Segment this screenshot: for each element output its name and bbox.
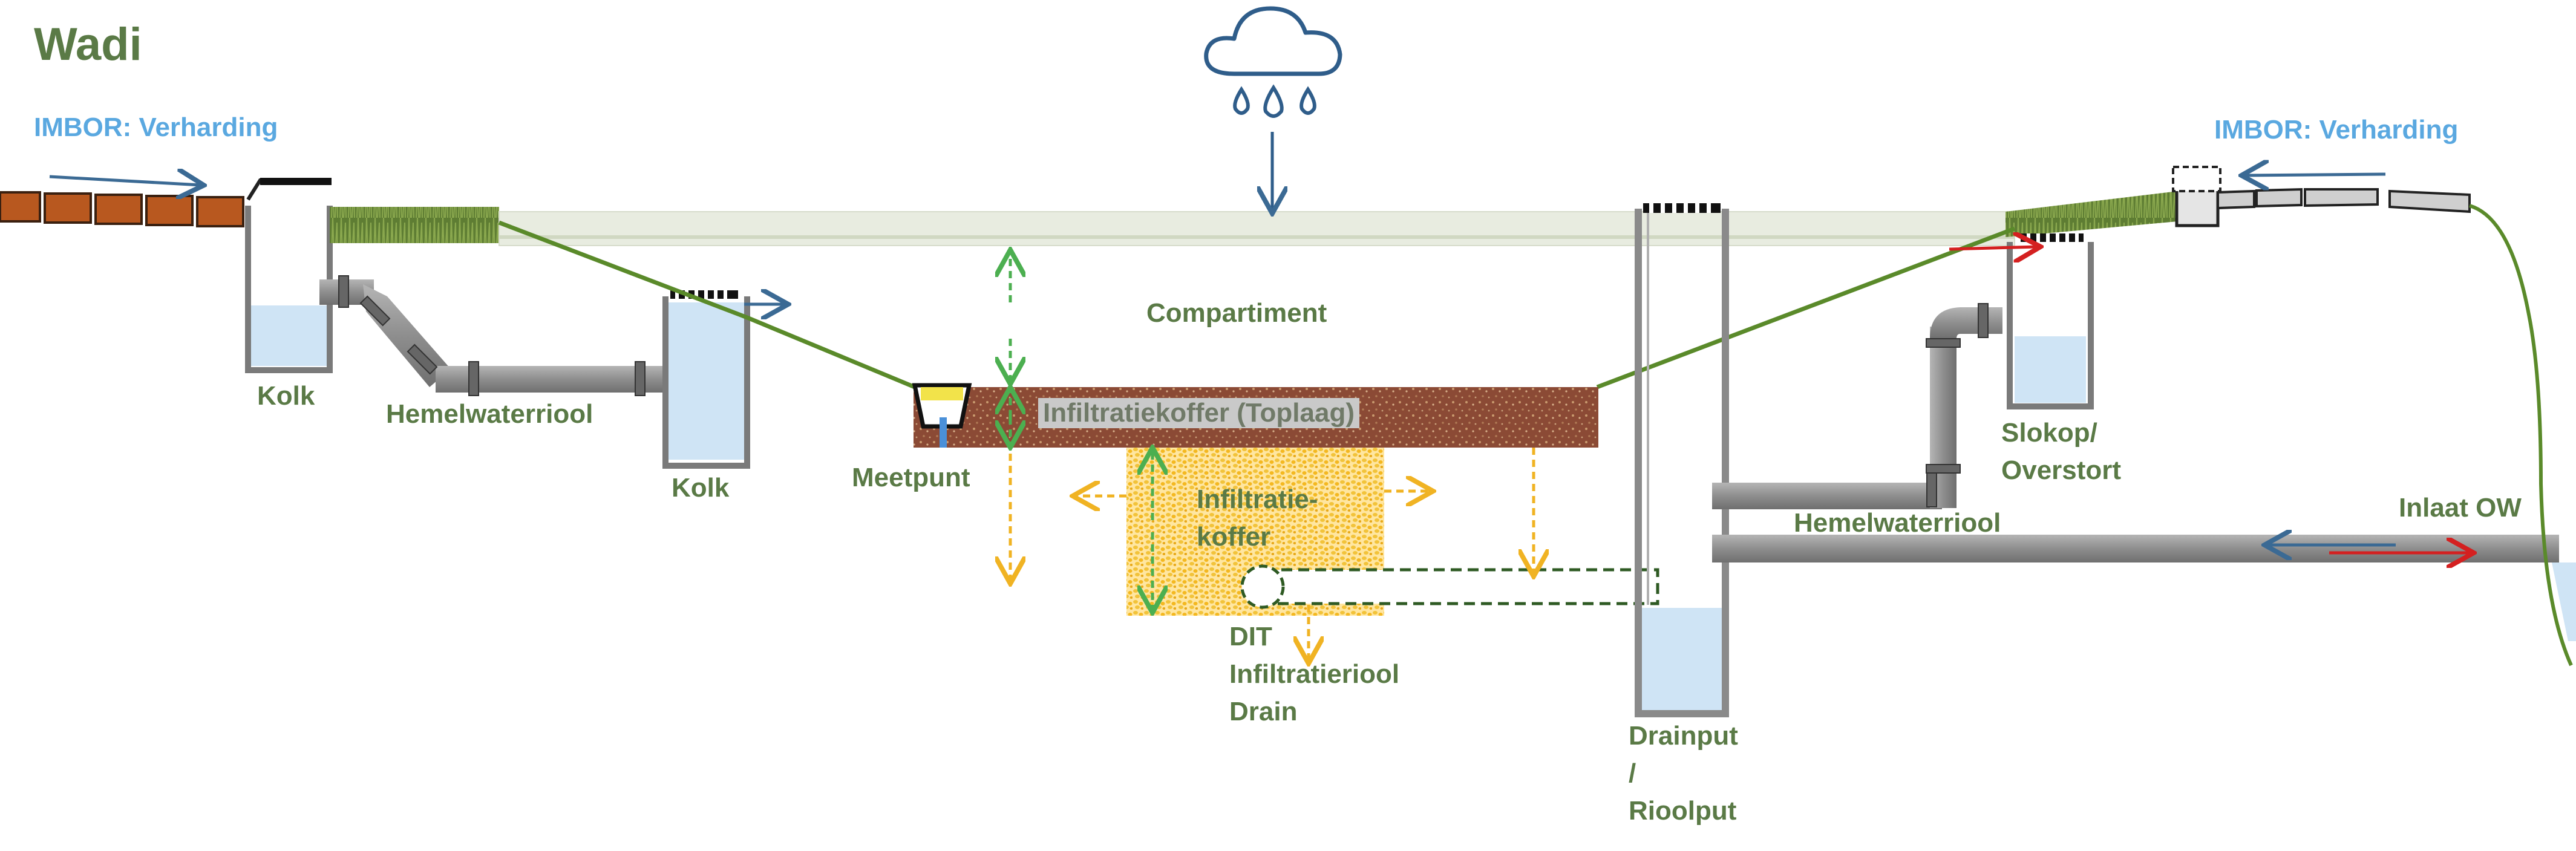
label-imbor-left: IMBOR: Verharding <box>34 112 278 142</box>
meetpunt-icon <box>912 383 972 448</box>
flow-arrow-icon <box>49 177 201 185</box>
ground-surface <box>499 211 2015 246</box>
label-inlaat: Inlaat OW <box>2399 493 2522 523</box>
label-hemelwaterriool-left: Hemelwaterriool <box>386 399 593 429</box>
wadi-slope-left <box>498 220 748 320</box>
surface-water <box>2552 562 2576 641</box>
grate-icon <box>2021 233 2084 242</box>
flow-arrow-icon <box>2244 174 2386 175</box>
paving-right <box>2172 166 2471 227</box>
label-compartiment: Compartiment <box>1146 298 1327 328</box>
paving-bricks-left <box>0 191 244 227</box>
flow-arrow-icon <box>1949 247 2038 249</box>
label-infiltratiekoffer: Infiltratie- koffer <box>1197 484 1318 552</box>
dit-drain <box>1240 564 1659 609</box>
label-dit: DIT Infiltratieriool Drain <box>1229 622 1400 726</box>
page-title: Wadi <box>34 19 142 70</box>
infiltration-arrows <box>1010 448 1534 660</box>
label-meetpunt: Meetpunt <box>852 463 970 492</box>
label-kolk-2: Kolk <box>672 473 730 503</box>
pipe-hemelwaterriool-right <box>1712 303 2559 562</box>
label-kolk-1: Kolk <box>257 381 315 411</box>
wadi-slope-left-2 <box>746 315 916 390</box>
rain-drop-icon <box>1233 84 1316 118</box>
drainput <box>1635 203 1729 717</box>
grass-strip-left <box>330 207 499 243</box>
height-arrow-compartiment <box>1010 253 1152 610</box>
grate-icon <box>1643 203 1721 213</box>
kolk-1 <box>245 178 333 373</box>
label-hemelwaterriool-right: Hemelwaterriool <box>1794 508 2001 538</box>
grass-slope-right <box>2006 191 2178 237</box>
label-imbor-right: IMBOR: Verharding <box>2214 115 2459 145</box>
label-drainput: Drainput / Rioolput <box>1629 721 1738 826</box>
surface-water-bank <box>2469 204 2573 667</box>
label-toplaag: Infiltratiekoffer (Toplaag) <box>1038 398 1359 428</box>
slokop-overstort <box>2007 233 2094 409</box>
pipe-hemelwaterriool-left <box>319 275 669 396</box>
rain-cloud-icon <box>1204 6 1342 76</box>
wadi-slope-right <box>1596 226 2016 390</box>
label-slokop: Slokop/ Overstort <box>2001 418 2122 485</box>
kolk-2 <box>662 290 750 469</box>
